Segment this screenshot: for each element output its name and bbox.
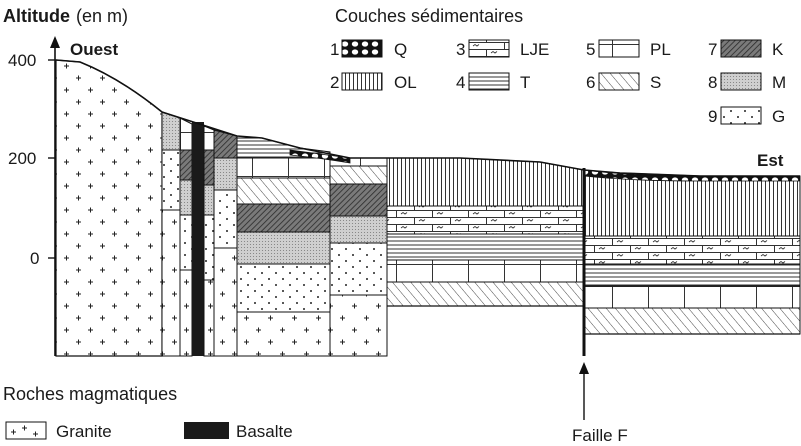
svg-text:OL: OL (394, 73, 417, 92)
legend-magmatic-title: Roches magmatiques (3, 384, 177, 404)
block-center-east (386, 157, 585, 307)
svg-text:PL: PL (650, 40, 671, 59)
legend-magmatic: Roches magmatiques Granite Basalte (3, 384, 293, 441)
svg-text:7: 7 (708, 40, 717, 59)
svg-text:5: 5 (586, 40, 595, 59)
swatch-basalt (184, 422, 229, 439)
swatch-m (720, 72, 762, 91)
legend-item-basalt: Basalte (184, 422, 293, 441)
arrow-up-icon (579, 362, 589, 374)
axis-arrow-up-icon (50, 36, 60, 48)
block-west-granite (55, 59, 163, 357)
svg-text:8: 8 (708, 73, 717, 92)
legend-item-ol: 2 OL (330, 72, 417, 92)
svg-text:S: S (650, 73, 661, 92)
svg-text:2: 2 (330, 73, 339, 92)
block-center (329, 157, 388, 357)
legend-item-m: 8 M (708, 72, 786, 92)
tick-label-200: 200 (8, 149, 36, 168)
legend-item-granite: Granite (5, 421, 112, 441)
legend-item-g: 9 G (708, 106, 785, 126)
svg-text:G: G (772, 107, 785, 126)
svg-text:T: T (520, 73, 530, 92)
basalt-dyke (192, 122, 204, 356)
swatch-q (341, 39, 383, 58)
swatch-t (468, 72, 510, 91)
svg-text:3: 3 (456, 40, 465, 59)
svg-text:6: 6 (586, 73, 595, 92)
fault-label: Faille F (572, 426, 628, 445)
swatch-lje (468, 39, 510, 58)
legend-item-s: 6 S (586, 72, 661, 92)
svg-text:9: 9 (708, 107, 717, 126)
topographic-surface (55, 59, 800, 177)
legend-sedimentary: Couches sédimentaires 1 Q 2 OL 3 LJE 4 T… (330, 6, 786, 126)
block-east (583, 169, 801, 335)
legend-item-lje: 3 LJE (456, 39, 549, 59)
swatch-k (720, 39, 762, 58)
svg-text:Basalte: Basalte (236, 422, 293, 441)
section-body (55, 59, 801, 357)
legend-item-q: 1 Q (330, 39, 407, 59)
svg-text:M: M (772, 73, 786, 92)
axis-title-main: Altitude (3, 6, 70, 26)
axis-title: Altitude (en m) (3, 6, 128, 26)
fault-annotation: Faille F (572, 362, 628, 445)
tick-label-0: 0 (30, 249, 39, 268)
axis-title-unit: (en m) (76, 6, 128, 26)
legend-item-k: 7 K (708, 39, 784, 59)
svg-text:4: 4 (456, 73, 465, 92)
svg-text:Granite: Granite (56, 422, 112, 441)
svg-text:Q: Q (394, 40, 407, 59)
tick-label-400: 400 (8, 51, 36, 70)
swatch-g (720, 106, 762, 125)
swatch-granite (5, 421, 47, 440)
svg-text:LJE: LJE (520, 40, 549, 59)
block-dyke-zone (161, 111, 238, 357)
y-axis: Altitude (en m) 400 200 0 Ouest (3, 6, 128, 356)
swatch-pl (598, 39, 640, 58)
surface-q-west (289, 149, 351, 164)
legend-item-t: 4 T (456, 72, 530, 92)
svg-text:1: 1 (330, 40, 339, 59)
svg-text:K: K (772, 40, 784, 59)
label-east: Est (757, 151, 784, 170)
swatch-ol (341, 72, 383, 91)
label-west: Ouest (70, 40, 119, 59)
swatch-s (598, 72, 640, 91)
legend-sedimentary-title: Couches sédimentaires (335, 6, 523, 26)
legend-item-pl: 5 PL (586, 39, 671, 59)
block-center-west (236, 137, 331, 357)
